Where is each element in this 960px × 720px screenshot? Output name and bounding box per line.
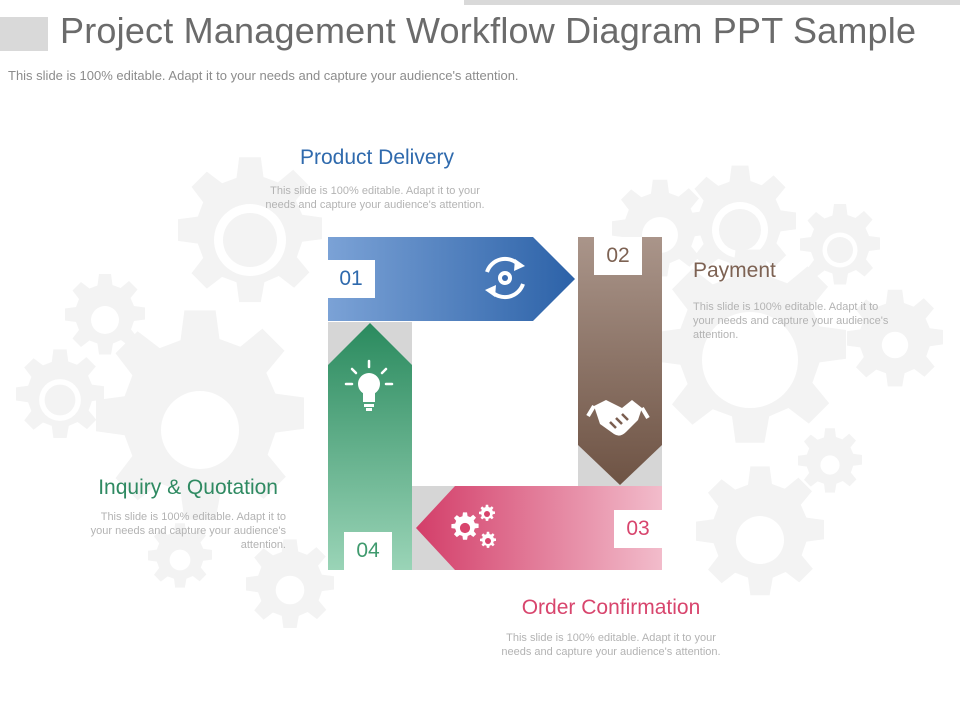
stage-desc-order-confirmation: This slide is 100% editable. Adapt it to… bbox=[501, 632, 721, 658]
page-subtitle: This slide is 100% editable. Adapt it to… bbox=[8, 68, 519, 83]
title-accent-bar bbox=[0, 17, 48, 51]
stage-number-04: 04 bbox=[344, 532, 392, 570]
gears-icon bbox=[451, 504, 496, 548]
stage-title-order-confirmation: Order Confirmation bbox=[521, 596, 701, 619]
arrow-payment bbox=[578, 237, 662, 485]
stage-number-01: 01 bbox=[327, 260, 375, 298]
stage-number-02: 02 bbox=[594, 237, 642, 275]
stage-desc-product-delivery: This slide is 100% editable. Adapt it to… bbox=[265, 185, 485, 211]
arrow-product-delivery bbox=[328, 237, 575, 321]
stage-title-payment: Payment bbox=[693, 259, 776, 282]
stage-desc-inquiry-quotation: This slide is 100% editable. Adapt it to… bbox=[90, 511, 286, 551]
stage-title-inquiry-quotation: Inquiry & Quotation bbox=[98, 476, 278, 499]
page-title: Project Management Workflow Diagram PPT … bbox=[60, 10, 917, 51]
top-accent-line bbox=[464, 0, 960, 5]
background-gears bbox=[15, 157, 943, 628]
stage-desc-payment: This slide is 100% editable. Adapt it to… bbox=[693, 301, 889, 341]
stage-number-03: 03 bbox=[614, 510, 662, 548]
stage-title-product-delivery: Product Delivery bbox=[299, 146, 455, 169]
lightbulb-icon bbox=[344, 359, 394, 411]
arrow-order-confirmation bbox=[416, 486, 662, 570]
handshake-icon bbox=[586, 400, 650, 436]
refresh-gear-icon bbox=[485, 256, 525, 300]
